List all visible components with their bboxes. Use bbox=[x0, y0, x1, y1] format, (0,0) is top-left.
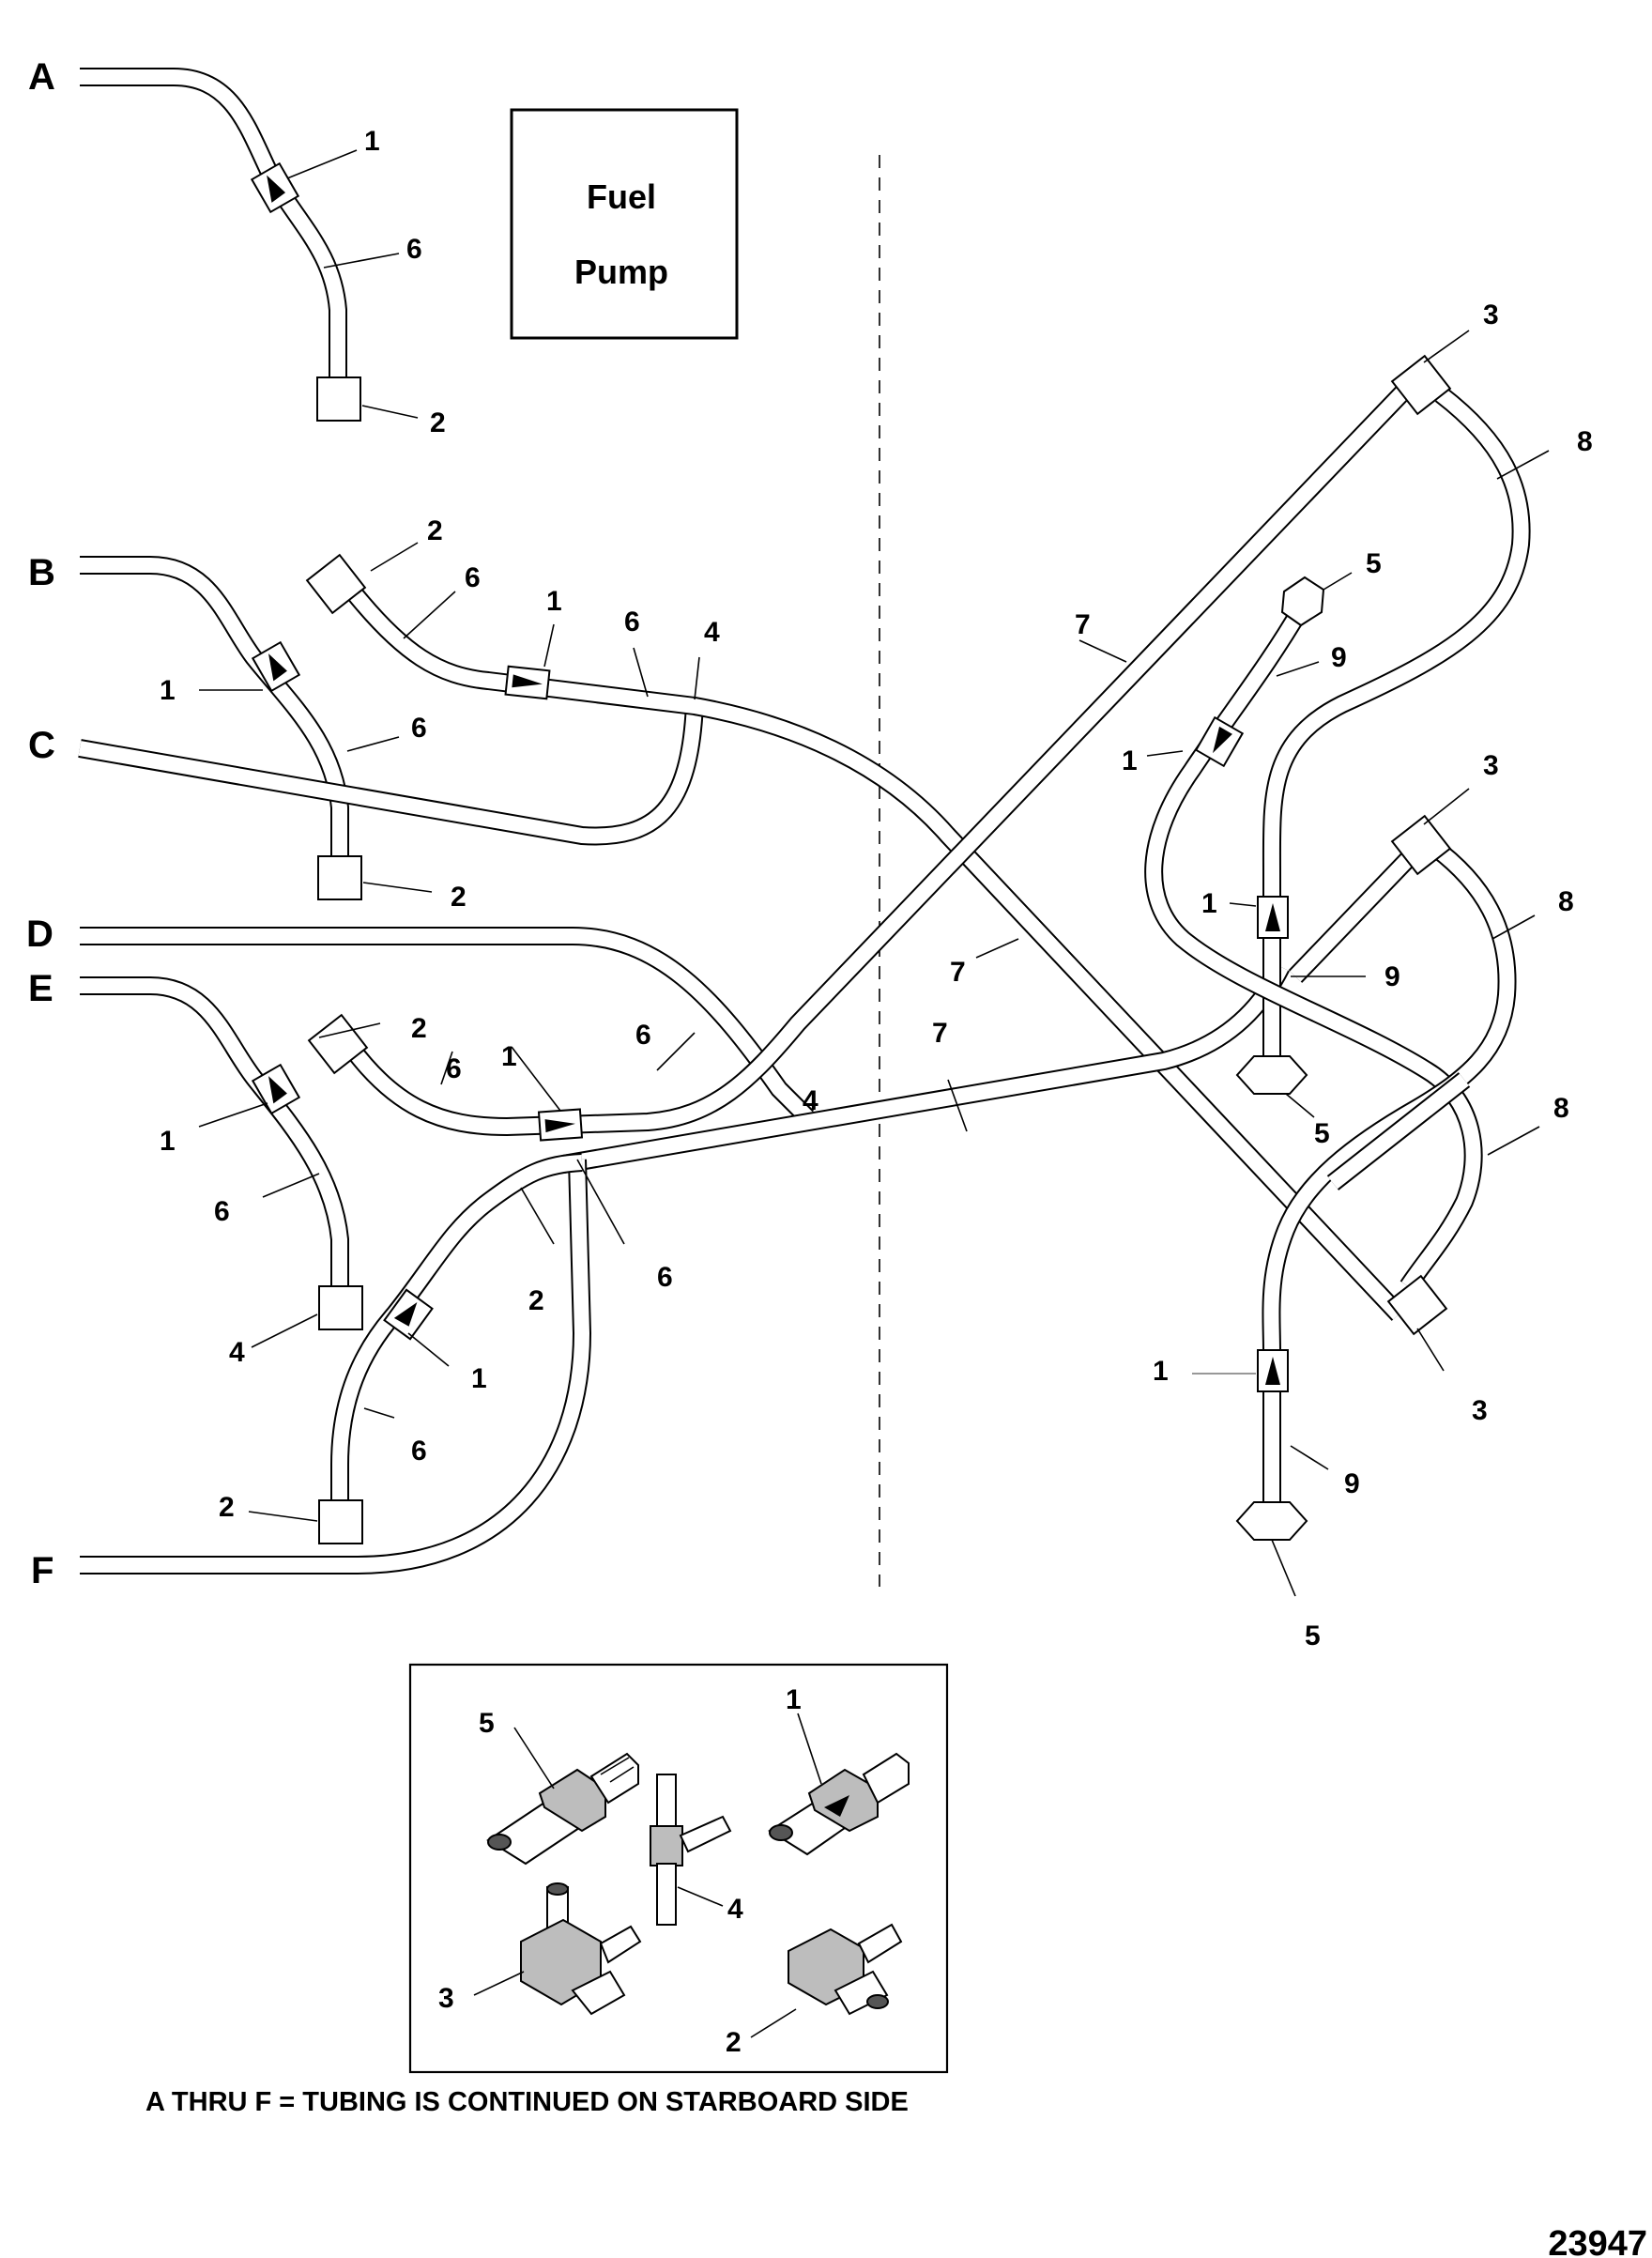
figure-number: 23947 bbox=[1548, 2224, 1647, 2258]
callout: 1 bbox=[546, 586, 562, 617]
check-valve-right-bottom bbox=[1257, 1349, 1289, 1392]
fitting-2-e bbox=[318, 1285, 363, 1330]
callout: 9 bbox=[1384, 961, 1400, 992]
callout: 6 bbox=[446, 1053, 462, 1084]
callouts: 1 6 2 2 6 1 6 4 1 6 2 3 8 5 9 7 1 3 1 8 … bbox=[160, 126, 1593, 1651]
fitting-2-b bbox=[317, 855, 362, 900]
tube-d bbox=[80, 927, 815, 1125]
check-valve-right-top bbox=[1194, 715, 1245, 768]
callout: 9 bbox=[1331, 642, 1347, 673]
callout: 5 bbox=[1366, 548, 1382, 579]
legend-fitting-3 bbox=[520, 1882, 642, 2016]
tube-end-letter-a: A bbox=[28, 56, 55, 98]
leader-lines bbox=[198, 149, 1550, 1597]
fuel-pump-box: Fuel Pump bbox=[510, 108, 739, 340]
callout: 2 bbox=[427, 515, 443, 546]
fittings-legend-box: 5 1 4 3 2 bbox=[408, 1663, 949, 2074]
legend-fitting-2 bbox=[788, 1923, 903, 2016]
check-valve-a bbox=[250, 161, 300, 214]
callout: 6 bbox=[657, 1262, 673, 1293]
callout: 6 bbox=[406, 234, 422, 265]
callout: 1 bbox=[364, 126, 380, 157]
callout: 1 bbox=[160, 1126, 176, 1157]
fitting-2-upper bbox=[305, 553, 367, 615]
callout: 6 bbox=[635, 1020, 651, 1051]
callout: 1 bbox=[1122, 745, 1138, 776]
callout: 1 bbox=[501, 1041, 517, 1072]
callout: 6 bbox=[411, 1436, 427, 1467]
fitting-2-a bbox=[316, 376, 361, 422]
fitting-2-f bbox=[318, 1499, 363, 1544]
callout: 2 bbox=[451, 882, 467, 913]
callout: 2 bbox=[411, 1013, 427, 1044]
callout: 3 bbox=[1483, 300, 1499, 330]
callout: 1 bbox=[1201, 888, 1217, 919]
callout: 3 bbox=[1472, 1395, 1488, 1426]
callout: 1 bbox=[160, 675, 176, 706]
callout: 2 bbox=[528, 1285, 544, 1316]
callout: 5 bbox=[1314, 1118, 1330, 1149]
callout: 9 bbox=[1344, 1468, 1360, 1499]
fitting-5-top bbox=[1280, 576, 1325, 627]
fuel-pump-label-line1: Fuel bbox=[587, 177, 656, 216]
tubing-continuation-note: A THRU F = TUBING IS CONTINUED ON STARBO… bbox=[145, 2087, 909, 2117]
tube-end-letter-b: B bbox=[28, 552, 55, 593]
callout: 6 bbox=[411, 713, 427, 744]
legend-fitting-1 bbox=[768, 1752, 910, 1856]
check-valve-lower bbox=[383, 1288, 434, 1341]
legend-callout-1: 1 bbox=[786, 1684, 802, 1715]
tube-end-letters: A B C D E F bbox=[26, 56, 55, 1591]
check-valve-b bbox=[251, 640, 301, 693]
legend-fitting-4 bbox=[650, 1774, 732, 1926]
tubing bbox=[78, 68, 1531, 1574]
callout: 2 bbox=[430, 407, 446, 438]
callout: 4 bbox=[704, 617, 720, 648]
callout: 8 bbox=[1553, 1093, 1569, 1124]
callout: 3 bbox=[1483, 750, 1499, 781]
callout: 6 bbox=[624, 607, 640, 637]
callout: 4 bbox=[229, 1337, 245, 1368]
legend-callout-5: 5 bbox=[479, 1708, 495, 1739]
fitting-5-bottom bbox=[1235, 1501, 1308, 1541]
fuel-pump-label-line2: Pump bbox=[574, 253, 668, 291]
callout: 7 bbox=[932, 1018, 948, 1049]
callout: 8 bbox=[1577, 426, 1593, 457]
callout: 1 bbox=[471, 1363, 487, 1394]
tube-end-letter-e: E bbox=[28, 968, 54, 1009]
callout: 1 bbox=[1153, 1356, 1169, 1387]
fitting-3-top bbox=[1390, 354, 1452, 416]
callout: 7 bbox=[950, 957, 966, 988]
tube-end-letter-d: D bbox=[26, 914, 54, 955]
callout: 6 bbox=[465, 562, 481, 593]
callout: 8 bbox=[1558, 886, 1574, 917]
callout: 2 bbox=[219, 1492, 235, 1523]
callout: 4 bbox=[803, 1085, 818, 1116]
fitting-3-mid bbox=[1390, 814, 1452, 876]
legend-callout-4: 4 bbox=[727, 1894, 743, 1925]
check-valve-mid bbox=[537, 1108, 584, 1142]
fittings bbox=[250, 161, 1452, 1544]
legend-callout-3: 3 bbox=[438, 1983, 454, 2014]
callout: 7 bbox=[1075, 609, 1091, 640]
check-valve-right-mid bbox=[1257, 896, 1289, 939]
tube-end-letter-c: C bbox=[28, 725, 55, 766]
fitting-5-mid bbox=[1235, 1055, 1308, 1095]
tube-end-letter-f: F bbox=[31, 1550, 54, 1591]
fitting-3-bottom bbox=[1386, 1274, 1448, 1336]
callout: 6 bbox=[214, 1196, 230, 1227]
check-valve-upper bbox=[504, 665, 551, 700]
check-valve-e bbox=[251, 1063, 301, 1115]
callout: 5 bbox=[1305, 1621, 1321, 1651]
legend-callout-2: 2 bbox=[726, 2027, 742, 2058]
legend-fitting-5 bbox=[486, 1752, 639, 1866]
